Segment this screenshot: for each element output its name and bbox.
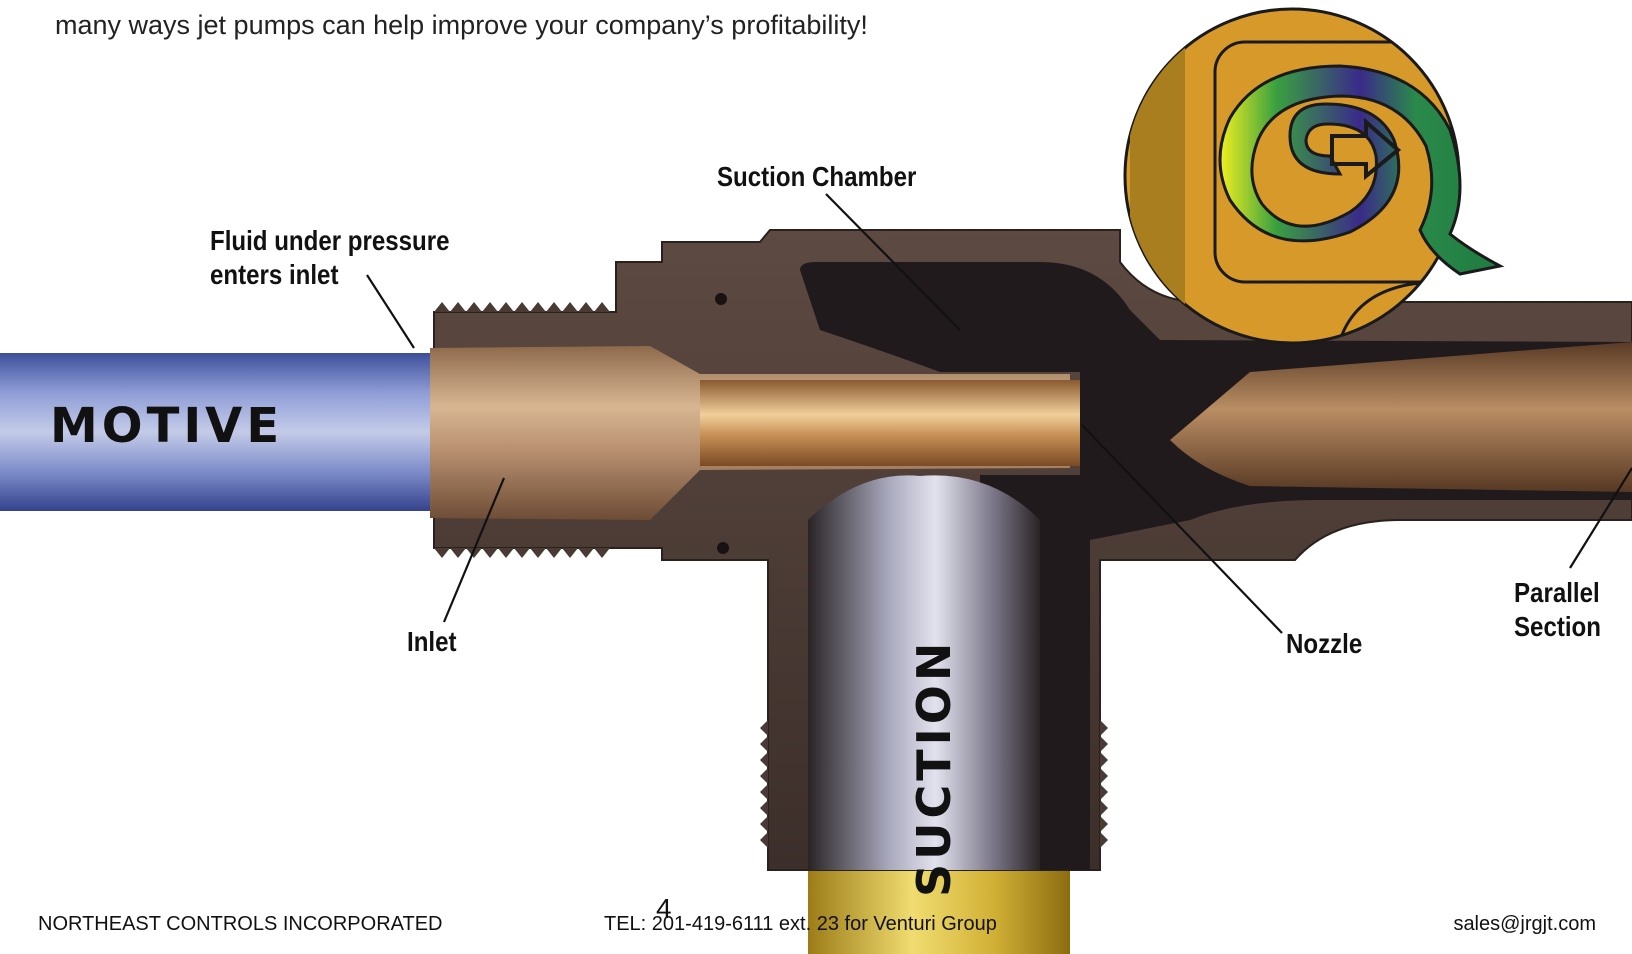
spiral-arrow-logo-icon xyxy=(1125,6,1505,346)
leader-fluid-inlet xyxy=(367,275,414,348)
label-fluid-line2: enters inlet xyxy=(210,258,338,292)
label-suction: SUCTION xyxy=(907,639,961,897)
nozzle xyxy=(700,380,1080,466)
inlet-thread-top xyxy=(434,302,610,312)
label-suction-chamber: Suction Chamber xyxy=(717,160,916,194)
footer-email[interactable]: sales@jrgjt.com xyxy=(1453,913,1596,936)
suction-thread-left xyxy=(760,720,768,848)
suction-thread-right xyxy=(1100,720,1108,848)
footer-phone: TEL: 201-419-6111 ext. 23 for Venturi Gr… xyxy=(604,913,997,936)
label-motive: MOTIVE xyxy=(50,398,283,454)
body-rivet xyxy=(717,542,729,554)
footer-company: NORTHEAST CONTROLS INCORPORATED xyxy=(38,913,443,936)
intro-text: many ways jet pumps can help improve you… xyxy=(55,10,868,41)
label-inlet: Inlet xyxy=(407,625,457,659)
body-rivet xyxy=(715,293,727,305)
inlet-thread-bottom xyxy=(434,548,610,558)
label-fluid-line1: Fluid under pressure xyxy=(210,224,450,258)
label-parallel-line2: Section xyxy=(1514,610,1601,644)
label-nozzle: Nozzle xyxy=(1286,627,1362,661)
label-parallel-line1: Parallel xyxy=(1514,576,1600,610)
